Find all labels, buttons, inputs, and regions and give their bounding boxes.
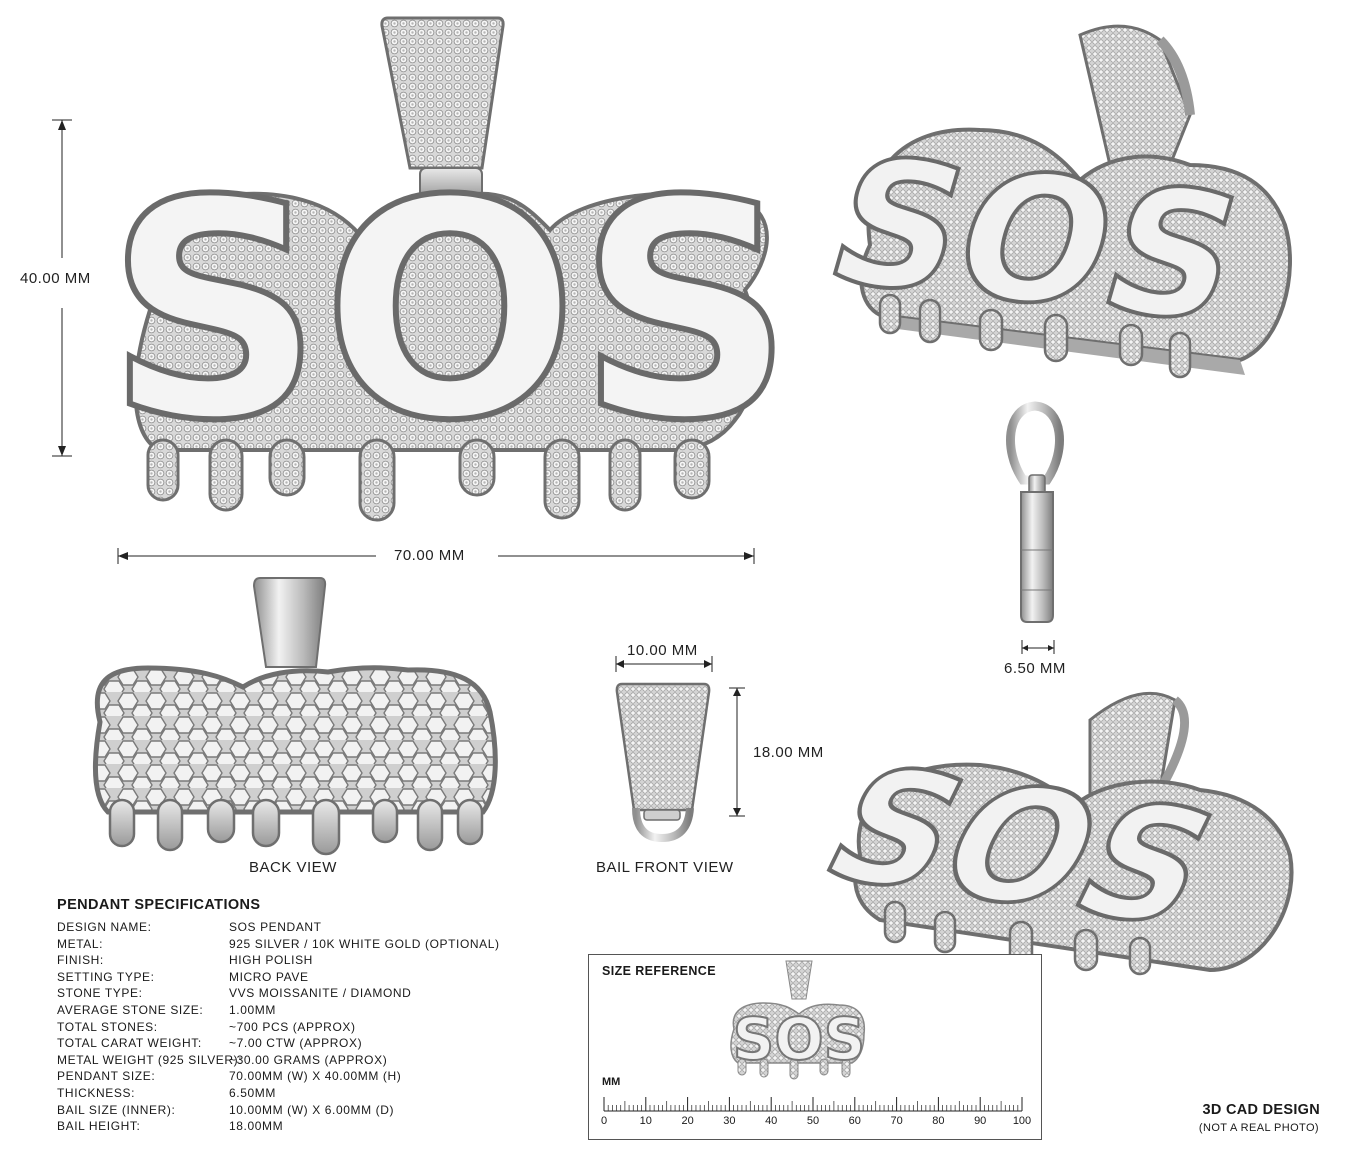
bail-height-dimension-line [729, 687, 745, 817]
front-view-drawing: SOS [103, 16, 797, 522]
spec-key: AVERAGE STONE SIZE: [57, 1003, 204, 1017]
cad-design-subtitle: (NOT A REAL PHOTO) [1198, 1122, 1319, 1134]
spec-key: TOTAL STONES: [57, 1019, 158, 1034]
thickness-label: 6.50 MM [1004, 660, 1066, 677]
pendant-word-size-reference: SOS [733, 1005, 866, 1073]
spec-key: DESIGN NAME: [57, 920, 152, 934]
thickness-dimension-line [1021, 640, 1055, 654]
perspective-view-top: SOS [806, 15, 1310, 395]
ruler-tick-label: 40 [765, 1115, 778, 1127]
ruler-tick-label: 50 [806, 1115, 820, 1127]
bail-width-label: 10.00 MM [627, 642, 698, 659]
ruler-tick-label: 100 [1012, 1115, 1032, 1127]
perspective-top-drawing: SOS [806, 24, 1292, 379]
spec-key: BAIL HEIGHT: [57, 1119, 141, 1134]
size-reference-title: SIZE REFERENCE [602, 964, 716, 978]
bail-front-view [612, 680, 712, 850]
spec-key: BAIL SIZE (INNER): [57, 1102, 176, 1117]
height-dimension-line [52, 119, 72, 457]
bail-height-label: 18.00 MM [753, 744, 824, 761]
ruler-tick-label: 70 [890, 1115, 903, 1127]
front-view: SOS [103, 10, 797, 530]
size-reference-pendant: SOS [730, 960, 866, 1080]
spec-value: ~700 PCS (APPROX) [229, 1019, 356, 1034]
spec-key: STONE TYPE: [57, 986, 143, 1001]
spec-value: HIGH POLISH [229, 953, 313, 968]
specs-table: DESIGN NAME: SOS PENDANT METAL: 925 SILVER … [57, 920, 557, 1140]
cad-design-title: 3D CAD DESIGN [1202, 1102, 1320, 1118]
perspective-view-bottom: SOS [794, 680, 1310, 980]
spec-key: SETTING TYPE: [57, 969, 155, 984]
ruler [603, 1097, 1023, 1112]
spec-value: MICRO PAVE [229, 969, 309, 984]
spec-value: ~7.00 CTW (APPROX) [229, 1036, 363, 1051]
spec-value: 6.50MM [229, 1086, 276, 1100]
side-view-drawing [1006, 401, 1064, 623]
spec-key: PENDANT SIZE: [57, 1069, 156, 1084]
ruler-labels: 0 10 20 30 40 50 60 70 80 90 100 [599, 1115, 1031, 1131]
spec-value: 70.00MM (W) X 40.00MM (H) [229, 1069, 402, 1084]
width-dimension-line [117, 548, 755, 564]
side-view [995, 400, 1085, 640]
height-label: 40.00 MM [20, 270, 91, 287]
bail-width-dimension-line [615, 656, 713, 672]
spec-value: 10.00MM (W) X 6.00MM (D) [229, 1102, 395, 1117]
spec-value: 925 SILVER / 10K WHITE GOLD (OPTIONAL) [229, 936, 500, 951]
specs-title: PENDANT SPECIFICATIONS [57, 897, 261, 913]
back-view [88, 572, 508, 856]
perspective-bottom-drawing: SOS [794, 691, 1294, 976]
spec-key: THICKNESS: [57, 1086, 136, 1100]
ruler-tick-label: 20 [681, 1115, 694, 1127]
spec-key: METAL WEIGHT (925 SILVER): [57, 1052, 243, 1067]
spec-key: FINISH: [57, 953, 104, 968]
spec-value: 18.00MM [229, 1119, 284, 1134]
spec-key: METAL: [57, 936, 104, 951]
ruler-tick-label: 30 [723, 1115, 736, 1127]
bail-front-view-label: BAIL FRONT VIEW [596, 859, 734, 876]
pendant-word-perspective-top: SOS [808, 120, 1264, 361]
ruler-tick-label: 60 [848, 1115, 861, 1127]
spec-value: ~30.00 GRAMS (APPROX) [229, 1052, 388, 1067]
pendant-word: SOS [106, 137, 793, 486]
back-view-label: BACK VIEW [249, 859, 337, 876]
ruler-tick-label: 10 [639, 1115, 652, 1127]
ruler-tick-label: 90 [974, 1115, 987, 1127]
width-label: 70.00 MM [394, 547, 465, 564]
spec-value: SOS PENDANT [229, 920, 322, 934]
spec-value: VVS MOISSANITE / DIAMOND [229, 986, 412, 1001]
spec-value: 1.00MM [229, 1003, 276, 1017]
ruler-tick-label: 0 [600, 1115, 608, 1127]
ruler-unit: MM [602, 1076, 621, 1088]
bail-front-drawing [615, 682, 711, 843]
back-view-drawing [92, 577, 498, 856]
ruler-tick-label: 80 [932, 1115, 945, 1127]
size-reference-box: SIZE REFERENCE SOS MM 0 10 20 30 40 50 60 70 80 9… [588, 954, 1042, 1140]
spec-key: TOTAL CARAT WEIGHT: [57, 1036, 202, 1051]
